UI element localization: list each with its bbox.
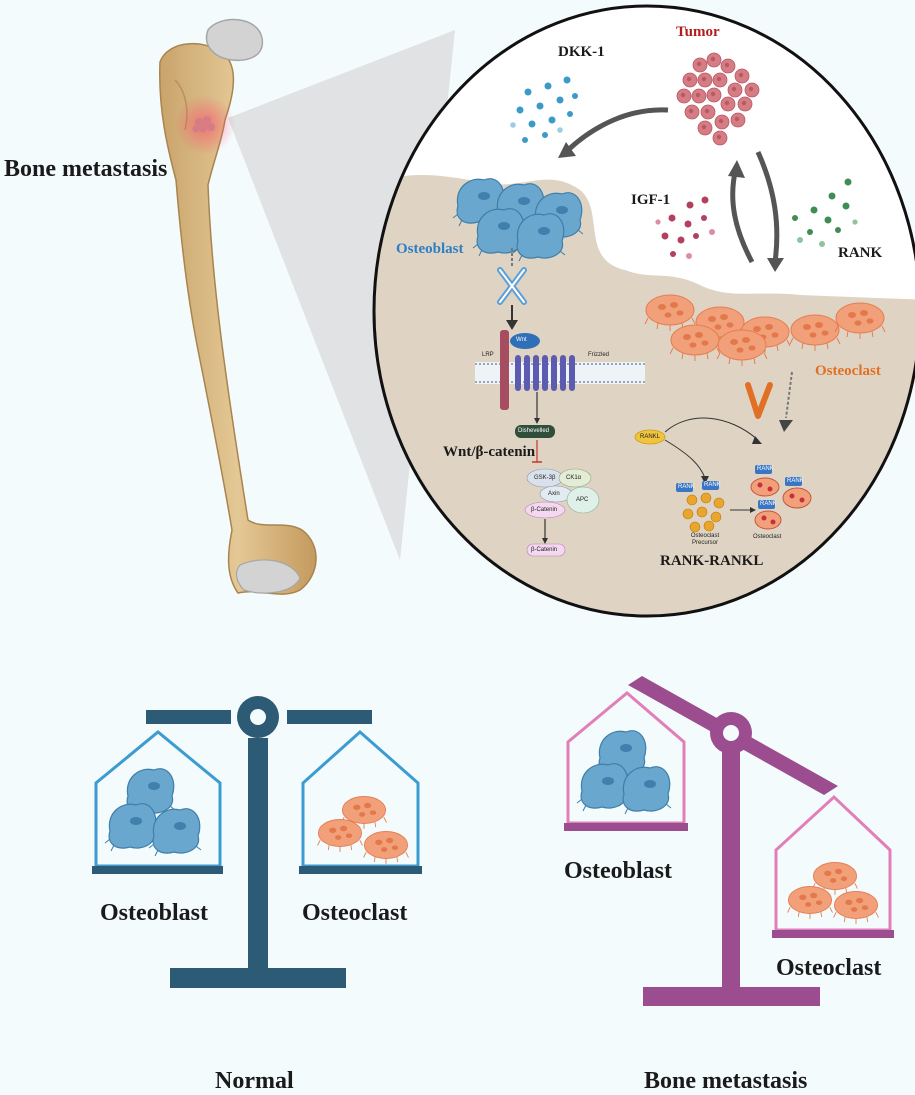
activation-v-icon [745, 382, 773, 419]
femur-bone [158, 18, 317, 595]
osteoclast-inset-label: Osteoclast [815, 363, 881, 379]
metastasis-osteoblast-label: Osteoblast [564, 858, 672, 884]
dkk1-label: DKK-1 [558, 44, 605, 60]
beta-catenin-free-label: β-Catenin [531, 547, 558, 553]
mature-osteoclast-label: Osteoclast [753, 534, 782, 540]
metastasis-site-tumor-icon [192, 116, 215, 133]
beta-catenin-node [526, 543, 566, 557]
rank-tag-1: RANK [678, 484, 695, 490]
rank-tag-3: RANK [757, 466, 774, 472]
lrp-label: LRP [482, 352, 494, 358]
gsk-label: GSK-3β [534, 475, 556, 481]
normal-osteoblast-label: Osteoblast [100, 900, 208, 926]
apc-label: APC [576, 497, 589, 503]
tumor-to-osteoclast-arrow [755, 150, 780, 263]
metastasis-balance-scale [564, 676, 894, 1006]
rank-tag-5: RANK [760, 501, 777, 507]
rankl-ligand [634, 429, 666, 445]
igf1-label: IGF-1 [631, 192, 671, 208]
wnt-label: Wnt [516, 337, 527, 343]
dishevelled-label: Dishevelled [518, 428, 550, 434]
rank-tags [676, 465, 802, 509]
metastasis-caption: Bone metastasis [644, 1068, 808, 1094]
normal-balance-scale [92, 696, 422, 988]
tumor-to-osteoblast-arrow [566, 107, 669, 152]
destruction-complex [524, 468, 600, 519]
frizzled-receptor [515, 355, 575, 391]
signal-arrows [566, 107, 780, 264]
metastasis-osteoclast-label: Osteoclast [776, 955, 882, 981]
osteoblast-inset-label: Osteoblast [396, 241, 464, 257]
rank-rankl-label: RANK-RANKL [660, 553, 764, 569]
frizzled-label: Frizzled [588, 352, 610, 358]
wnt-pathway-label: Wnt/β-catenin [443, 444, 536, 460]
bone-metastasis-label: Bone metastasis [4, 156, 168, 182]
osteoclast-to-tumor-arrow [730, 167, 755, 264]
wnt-ligand [510, 333, 540, 349]
mature-osteoclasts [750, 477, 812, 530]
rank-label: RANK [838, 245, 883, 261]
osteoclast-precursors [682, 492, 725, 533]
normal-caption: Normal [215, 1068, 294, 1094]
beta-catenin-complex-label: β-Catenin [531, 507, 558, 513]
rank-tag-4: RANK [787, 478, 804, 484]
rank-particles [792, 178, 858, 247]
inhibition-x-icon [497, 267, 527, 305]
ck1a-label: CK1α [566, 475, 582, 481]
dkk1-particles [510, 76, 578, 143]
rankl-label: RANKL [640, 434, 661, 440]
dishevelled-node [515, 425, 555, 438]
igf1-particles [655, 196, 715, 259]
rank-tag-2: RANK [704, 482, 721, 488]
axin-label: Axin [548, 491, 560, 497]
tumor-label: Tumor [676, 24, 720, 40]
normal-osteoclast-label: Osteoclast [302, 900, 408, 926]
osteoclast-precursor-label: Osteoclast Precursor [690, 533, 720, 546]
lrp-receptor [500, 330, 509, 410]
